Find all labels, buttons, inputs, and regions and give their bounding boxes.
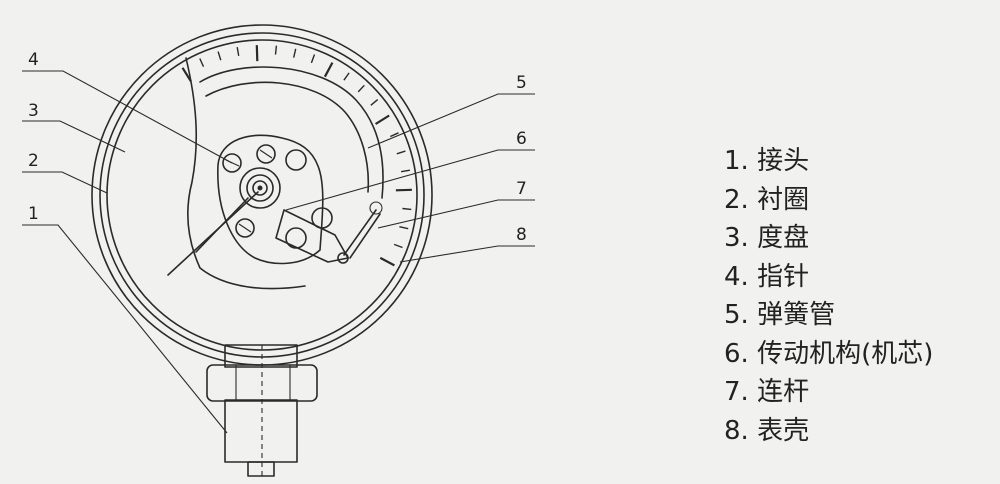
legend-item-4: 4. 指针 [724,261,810,292]
legend-item-2: 2. 衬圈 [724,184,810,215]
dial-tick [343,72,350,81]
parts-legend: 1. 接头 2. 衬圈 3. 度盘 4. 指针 5. 弹簧管 6. 传动机构(机… [724,142,933,450]
socket-connector [206,344,318,477]
callout-3: 3 [28,101,39,121]
callout-6: 6 [516,129,527,149]
dial-tick [370,99,379,106]
callout-7: 7 [516,179,527,199]
dial-tick [310,54,316,64]
dial-tick [357,84,365,93]
dial-tick [396,150,406,155]
dial-tick [199,58,205,67]
legend-item-6: 6. 传动机构(机芯) [724,338,934,369]
dial-tick [323,62,334,78]
callout-1: 1 [28,204,39,224]
dial-tick [293,48,297,58]
legend-item-5: 5. 弹簧管 [724,300,836,330]
callout-8: 8 [516,225,527,245]
dial-ticks [181,45,412,267]
dial-tick [395,188,412,192]
legend-item-8: 8. 表壳 [724,415,810,446]
bourdon-tube [199,66,384,215]
dial-tick [217,51,222,61]
callout-5: 5 [516,73,527,93]
dial-plate [181,45,412,290]
dial-tick [236,46,240,57]
callout-4: 4 [28,50,39,70]
dial-tick [181,67,192,82]
leader-lines [22,70,535,434]
movement [217,134,349,265]
dial-tick [393,243,403,249]
callout-2: 2 [28,151,39,171]
dial-tick [274,45,278,55]
dial-tick [400,169,411,173]
dial-tick [402,207,412,211]
pointer [167,191,259,276]
dial-tick [375,114,390,125]
dial-tick [399,226,409,230]
legend-item-3: 3. 度盘 [724,223,810,253]
legend-item-1: 1. 接头 [724,146,810,176]
connecting-link [343,209,381,259]
dial-tick [379,256,395,267]
dial-tick [255,45,259,62]
legend-item-7: 7. 连杆 [724,377,810,407]
dial-tick [390,132,399,138]
